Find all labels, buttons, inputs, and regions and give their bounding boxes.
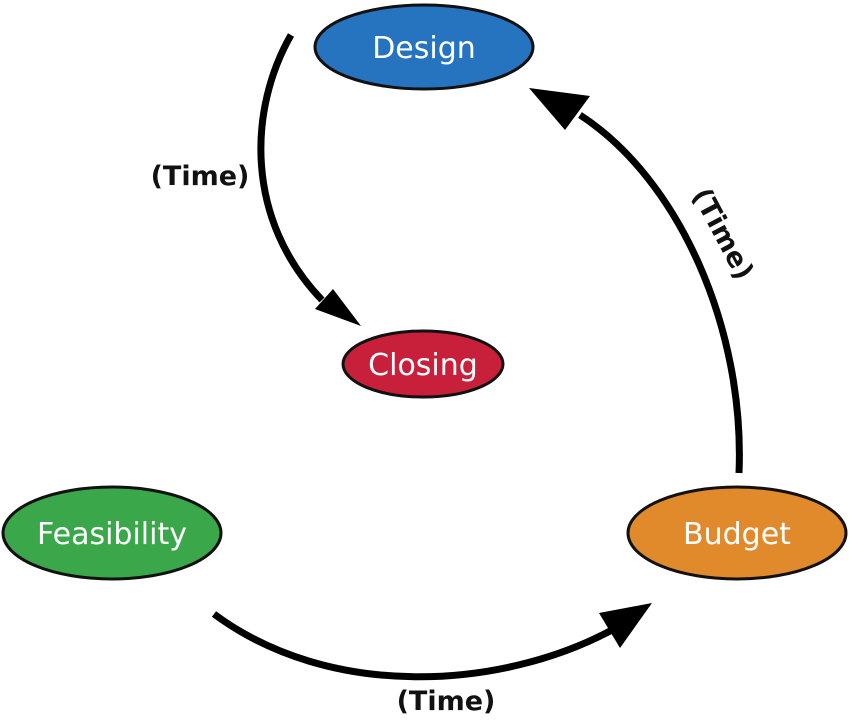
edge-feasibility-to-budget: (Time)	[211, 603, 652, 717]
node-closing: Closing	[341, 329, 505, 399]
node-design: Design	[313, 3, 535, 91]
node-closing-label: Closing	[368, 348, 478, 383]
node-closing-shape	[341, 329, 505, 399]
node-design-shape	[313, 3, 535, 91]
node-feasibility-label: Feasibility	[37, 517, 187, 552]
edge-budget-to-design-label: (Time)	[686, 183, 760, 285]
node-design-label: Design	[372, 31, 476, 66]
edge-budget-to-design: (Time)	[529, 88, 760, 474]
node-feasibility: Feasibility	[1, 485, 223, 581]
edge-design-to-closing-label: (Time)	[151, 161, 250, 192]
edge-design-to-closing: (Time)	[151, 33, 361, 326]
node-budget-shape	[626, 485, 848, 581]
edge-design-to-closing-line	[257, 33, 325, 303]
node-feasibility-shape	[1, 485, 223, 581]
edge-feasibility-to-budget-line	[211, 611, 614, 681]
node-budget-label: Budget	[683, 517, 791, 552]
edge-feasibility-to-budget-label: (Time)	[397, 686, 496, 717]
edge-budget-to-design-line	[578, 112, 743, 474]
node-budget: Budget	[626, 485, 848, 581]
edge-budget-to-design-arrowhead	[529, 88, 590, 130]
edge-feasibility-to-budget-arrowhead	[599, 603, 652, 648]
edge-design-to-closing-arrowhead	[315, 289, 361, 326]
